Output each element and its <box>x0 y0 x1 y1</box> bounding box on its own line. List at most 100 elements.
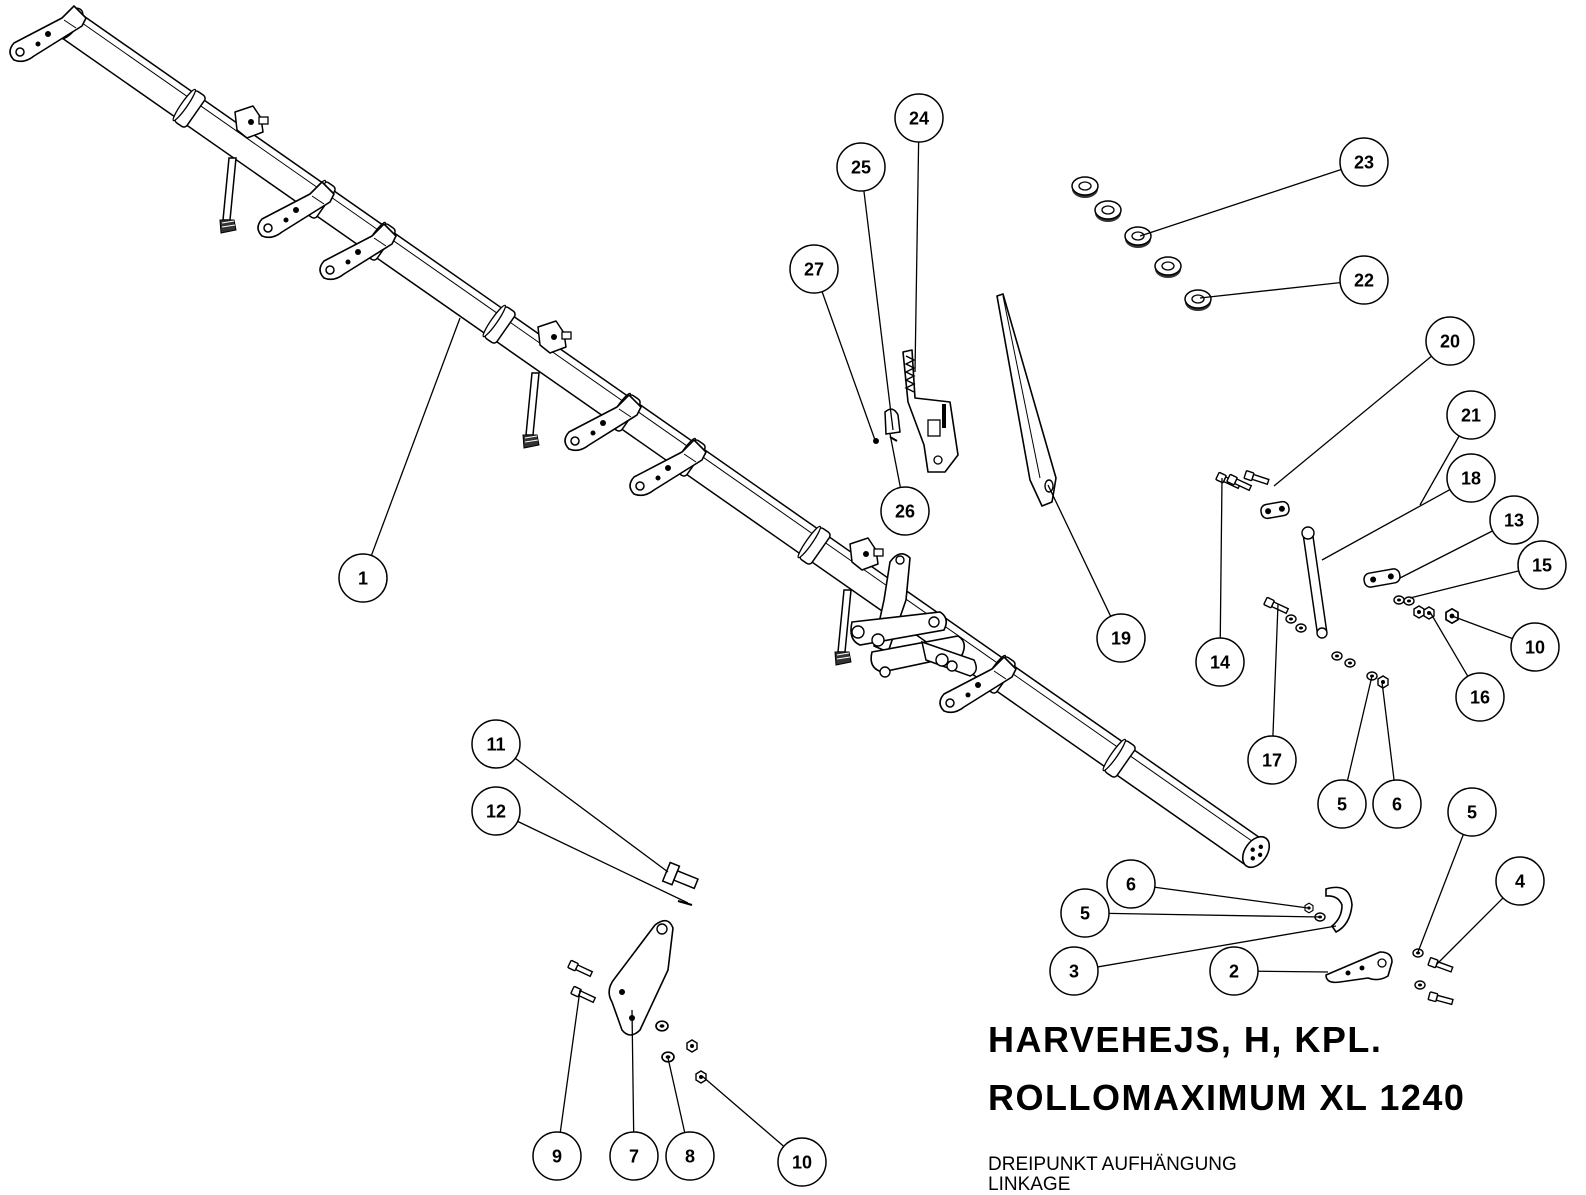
leader-line <box>1154 886 1309 909</box>
callout-bubble: 12 <box>471 786 689 904</box>
callout-circle <box>471 786 521 836</box>
callout-bubble: 3 <box>1049 925 1337 996</box>
linch-pin <box>677 900 693 906</box>
rubber-washer <box>1094 200 1122 223</box>
leader-line <box>1139 168 1342 237</box>
callout-circle <box>1060 888 1110 938</box>
callout-bubble: 20 <box>1273 316 1475 487</box>
callout-bubble: 19 <box>1047 484 1146 663</box>
leader-line <box>914 141 920 373</box>
callout-label: 24 <box>909 108 929 128</box>
long-bar <box>996 293 1057 507</box>
leader-line <box>1273 355 1432 487</box>
callout-bubble: 5 <box>1417 787 1497 953</box>
leader-line <box>1429 611 1469 677</box>
callout-circle <box>894 93 944 143</box>
description-english: LINKAGE <box>988 1174 1071 1195</box>
callout-bubble: 27 <box>789 244 876 441</box>
callout-bubble: 9 <box>532 989 582 1181</box>
callout-bubble: 7 <box>609 1009 659 1181</box>
callout-bubble: 10 <box>701 1075 827 1187</box>
callout-circle <box>880 486 930 536</box>
callout-circle <box>532 1131 582 1181</box>
callout-circle <box>1247 735 1297 785</box>
callout-bubble: 24 <box>894 93 944 373</box>
callout-label: 16 <box>1470 687 1490 707</box>
washer <box>1393 595 1405 605</box>
callout-label: 6 <box>1392 794 1402 814</box>
leader-line <box>514 757 669 873</box>
washer <box>1331 651 1343 661</box>
callout-label: 11 <box>486 734 505 754</box>
callout-bubble: 1 <box>338 317 461 603</box>
leader-line <box>863 190 894 431</box>
callout-bubble: 5 <box>1060 888 1321 938</box>
bolt <box>1427 991 1455 1007</box>
leader-line <box>821 291 876 441</box>
callout-circle <box>1049 946 1099 996</box>
callout-label: 10 <box>792 1152 812 1172</box>
callout-bubble: 4 <box>1436 856 1545 965</box>
callout-bubble: 10 <box>1451 615 1560 672</box>
leader-line <box>1108 912 1321 918</box>
callout-label: 23 <box>1354 152 1374 172</box>
callout-label: 8 <box>685 1146 695 1166</box>
callout-label: 5 <box>1080 903 1090 923</box>
leader-line <box>517 820 689 904</box>
callout-label: 26 <box>895 501 915 521</box>
callout-label: 17 <box>1262 750 1282 770</box>
small-pin <box>873 438 879 444</box>
callout-circle <box>1510 622 1560 672</box>
callout-circle <box>1317 779 1367 829</box>
callout-circle <box>1096 613 1146 663</box>
callout-circle <box>1339 137 1389 187</box>
nut <box>686 1039 698 1053</box>
nut <box>695 1070 707 1084</box>
callout-circle <box>1446 390 1496 440</box>
leader-line <box>370 317 461 556</box>
lower-link-plate <box>608 919 674 1036</box>
small-plate <box>1363 568 1401 588</box>
callout-label: 5 <box>1467 802 1477 822</box>
callout-circle <box>836 142 886 192</box>
callout-bubble: 5 <box>1317 675 1373 829</box>
leader-line <box>631 1009 635 1133</box>
callout-bubble: 18 <box>1321 453 1496 561</box>
diagram-subtitle: ROLLOMAXIMUM XL 1240 <box>988 1077 1466 1118</box>
callout-label: 7 <box>629 1146 639 1166</box>
hitch-linkage-bracket <box>850 553 977 678</box>
callout-circle <box>1425 316 1475 366</box>
leader-line <box>1047 484 1112 617</box>
callout-label: 20 <box>1440 331 1460 351</box>
rubber-washer <box>1154 256 1182 279</box>
callout-label: 22 <box>1354 270 1374 290</box>
leader-line <box>1381 681 1395 781</box>
leader-line <box>667 1057 686 1133</box>
callout-label: 21 <box>1461 405 1481 425</box>
leader-line <box>701 1075 785 1147</box>
washer <box>1344 658 1356 668</box>
callout-circle <box>1446 453 1496 503</box>
callout-circle <box>1495 856 1545 906</box>
main-tube <box>57 7 1271 869</box>
bolt <box>1263 596 1290 616</box>
callout-label: 27 <box>804 259 824 279</box>
callout-circle <box>1372 779 1422 829</box>
callout-bubble: 6 <box>1372 681 1422 829</box>
leader-line <box>1321 489 1451 561</box>
callout-label: 1 <box>358 568 368 588</box>
leader-line <box>1346 675 1373 781</box>
hitch-pin <box>661 861 699 890</box>
washer <box>655 1020 669 1032</box>
callout-bubble: 15 <box>1409 540 1567 599</box>
callout-bubble: 25 <box>836 142 894 431</box>
leader-line <box>1097 925 1337 968</box>
callout-label: 18 <box>1461 468 1481 488</box>
callout-circle <box>1339 255 1389 305</box>
leader-line <box>1399 530 1493 579</box>
callout-bubble: 11 <box>471 719 669 873</box>
diagram-title: HARVEHEJS, H, KPL. <box>988 1019 1383 1060</box>
bolt <box>570 985 597 1005</box>
washer <box>1414 980 1426 990</box>
